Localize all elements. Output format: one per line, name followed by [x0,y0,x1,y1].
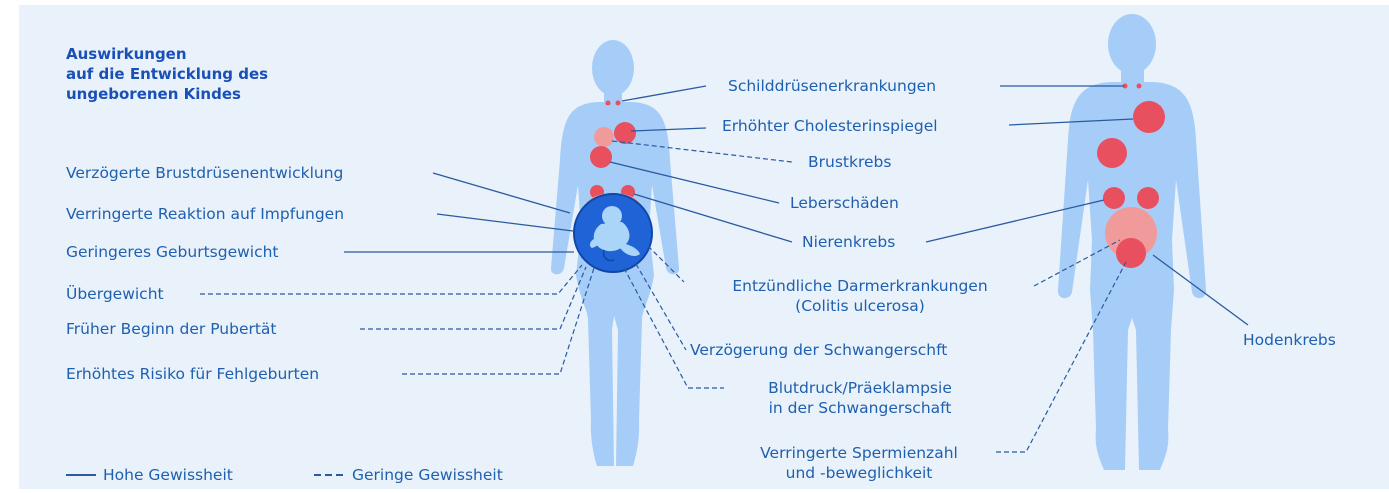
label-cholesterol: Erhöhter Cholesterinspiegel [722,116,938,136]
label-bowel-disease-line: (Colitis ulcerosa) [690,296,1030,316]
label-liver-damage: Leberschäden [790,193,899,213]
label-thyroid-disease: Schilddrüsenerkrankungen [728,76,936,96]
label-pregnancy-delay: Verzögerung der Schwangerschft [690,340,947,360]
label-bowel-disease-line: Entzündliche Darmerkrankungen [690,276,1030,296]
label-birth-weight: Geringeres Geburtsgewicht [66,242,279,262]
label-overweight: Übergewicht [66,284,164,304]
label-sperm-count: Verringerte Spermienzahl und -beweglichk… [726,443,992,483]
legend-low-certainty: Geringe Gewissheit [352,465,503,485]
label-preeclampsia-line: Blutdruck/Präeklampsie [730,378,990,398]
label-breast-development: Verzögerte Brustdrüsenentwicklung [66,163,343,183]
label-sperm-count-line: und -beweglichkeit [726,463,992,483]
fetus-icon [574,194,652,272]
label-sperm-count-line: Verringerte Spermienzahl [726,443,992,463]
diagram-title: Auswirkungen auf die Entwicklung des ung… [66,44,268,104]
label-miscarriage-risk: Erhöhtes Risiko für Fehlgeburten [66,364,319,384]
label-vaccine-response: Verringerte Reaktion auf Impfungen [66,204,344,224]
label-kidney-cancer: Nierenkrebs [802,232,895,252]
label-preeclampsia-line: in der Schwangerschaft [730,398,990,418]
legend-high-certainty: Hohe Gewissheit [103,465,233,485]
label-preeclampsia: Blutdruck/Präeklampsie in der Schwangers… [730,378,990,418]
label-breast-cancer: Brustkrebs [808,152,891,172]
title-line: Auswirkungen [66,44,268,64]
label-bowel-disease: Entzündliche Darmerkrankungen (Colitis u… [690,276,1030,316]
title-line: ungeborenen Kindes [66,84,268,104]
title-line: auf die Entwicklung des [66,64,268,84]
label-testicular-cancer: Hodenkrebs [1243,330,1336,350]
label-early-puberty: Früher Beginn der Pubertät [66,319,277,339]
